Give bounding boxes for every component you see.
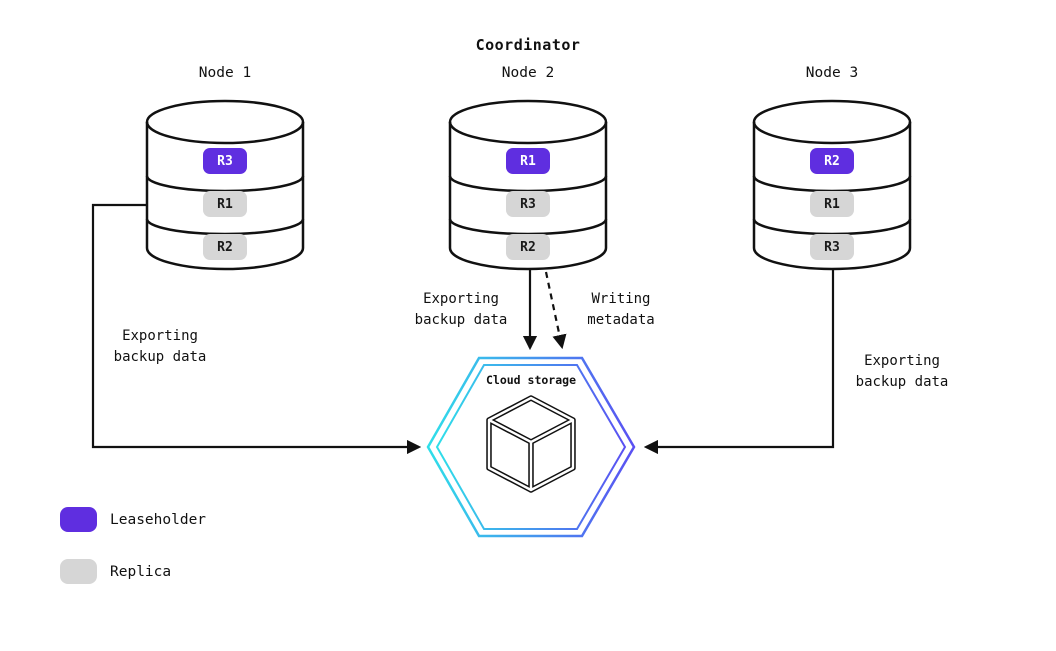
node2-leaseholder-badge: R1	[506, 148, 550, 174]
cube-icon	[486, 395, 576, 493]
node3-cylinder-body	[752, 99, 912, 271]
node1-leaseholder-badge: R3	[203, 148, 247, 174]
node2-cylinder-lid	[448, 121, 608, 145]
node2-replica-badge: R2	[506, 234, 550, 260]
leaseholder-legend-label: Leaseholder	[110, 512, 207, 528]
node2-replica-badge: R3	[506, 191, 550, 217]
node1-cylinder-body	[145, 99, 305, 271]
hexagon-inner-border	[435, 364, 627, 530]
node1-export-label: Exporting backup data	[65, 326, 255, 368]
edge-label-line: backup data	[113, 349, 207, 365]
node2-metadata-label: Writing metadata	[526, 289, 716, 331]
edge-label-line: backup data	[414, 312, 508, 328]
node3-cylinder-lid	[752, 121, 912, 145]
edge-label-line: Exporting	[864, 353, 940, 369]
coordinator-title: Coordinator	[475, 36, 581, 54]
node1-replica-badge: R2	[203, 234, 247, 260]
replica-swatch	[60, 559, 97, 584]
node1-export-arrow	[91, 203, 422, 455]
replica-legend-label: Replica	[110, 564, 172, 580]
edge-label-line: Exporting	[122, 328, 198, 344]
node3-export-label: Exporting backup data	[807, 351, 997, 393]
node2-label: Node 2	[501, 65, 555, 81]
node2-export-label: Exporting backup data	[366, 289, 556, 331]
cloud-storage-label: Cloud storage	[485, 373, 576, 387]
node3-replica-badge: R1	[810, 191, 854, 217]
node2-metadata-arrow	[544, 271, 567, 350]
node1-cylinder-lid	[145, 121, 305, 145]
edge-label-line: Writing	[591, 291, 651, 307]
node1-replica-badge: R1	[203, 191, 247, 217]
node3-label: Node 3	[805, 65, 859, 81]
node1-label: Node 1	[198, 65, 252, 81]
node3-export-arrow	[643, 270, 835, 455]
edge-label-line: Exporting	[423, 291, 499, 307]
node3-replica-badge: R3	[810, 234, 854, 260]
node3-leaseholder-badge: R2	[810, 148, 854, 174]
edge-label-line: backup data	[855, 374, 949, 390]
node2-cylinder-body	[448, 99, 608, 271]
leaseholder-swatch	[60, 507, 97, 532]
edge-label-line: metadata	[587, 312, 655, 328]
